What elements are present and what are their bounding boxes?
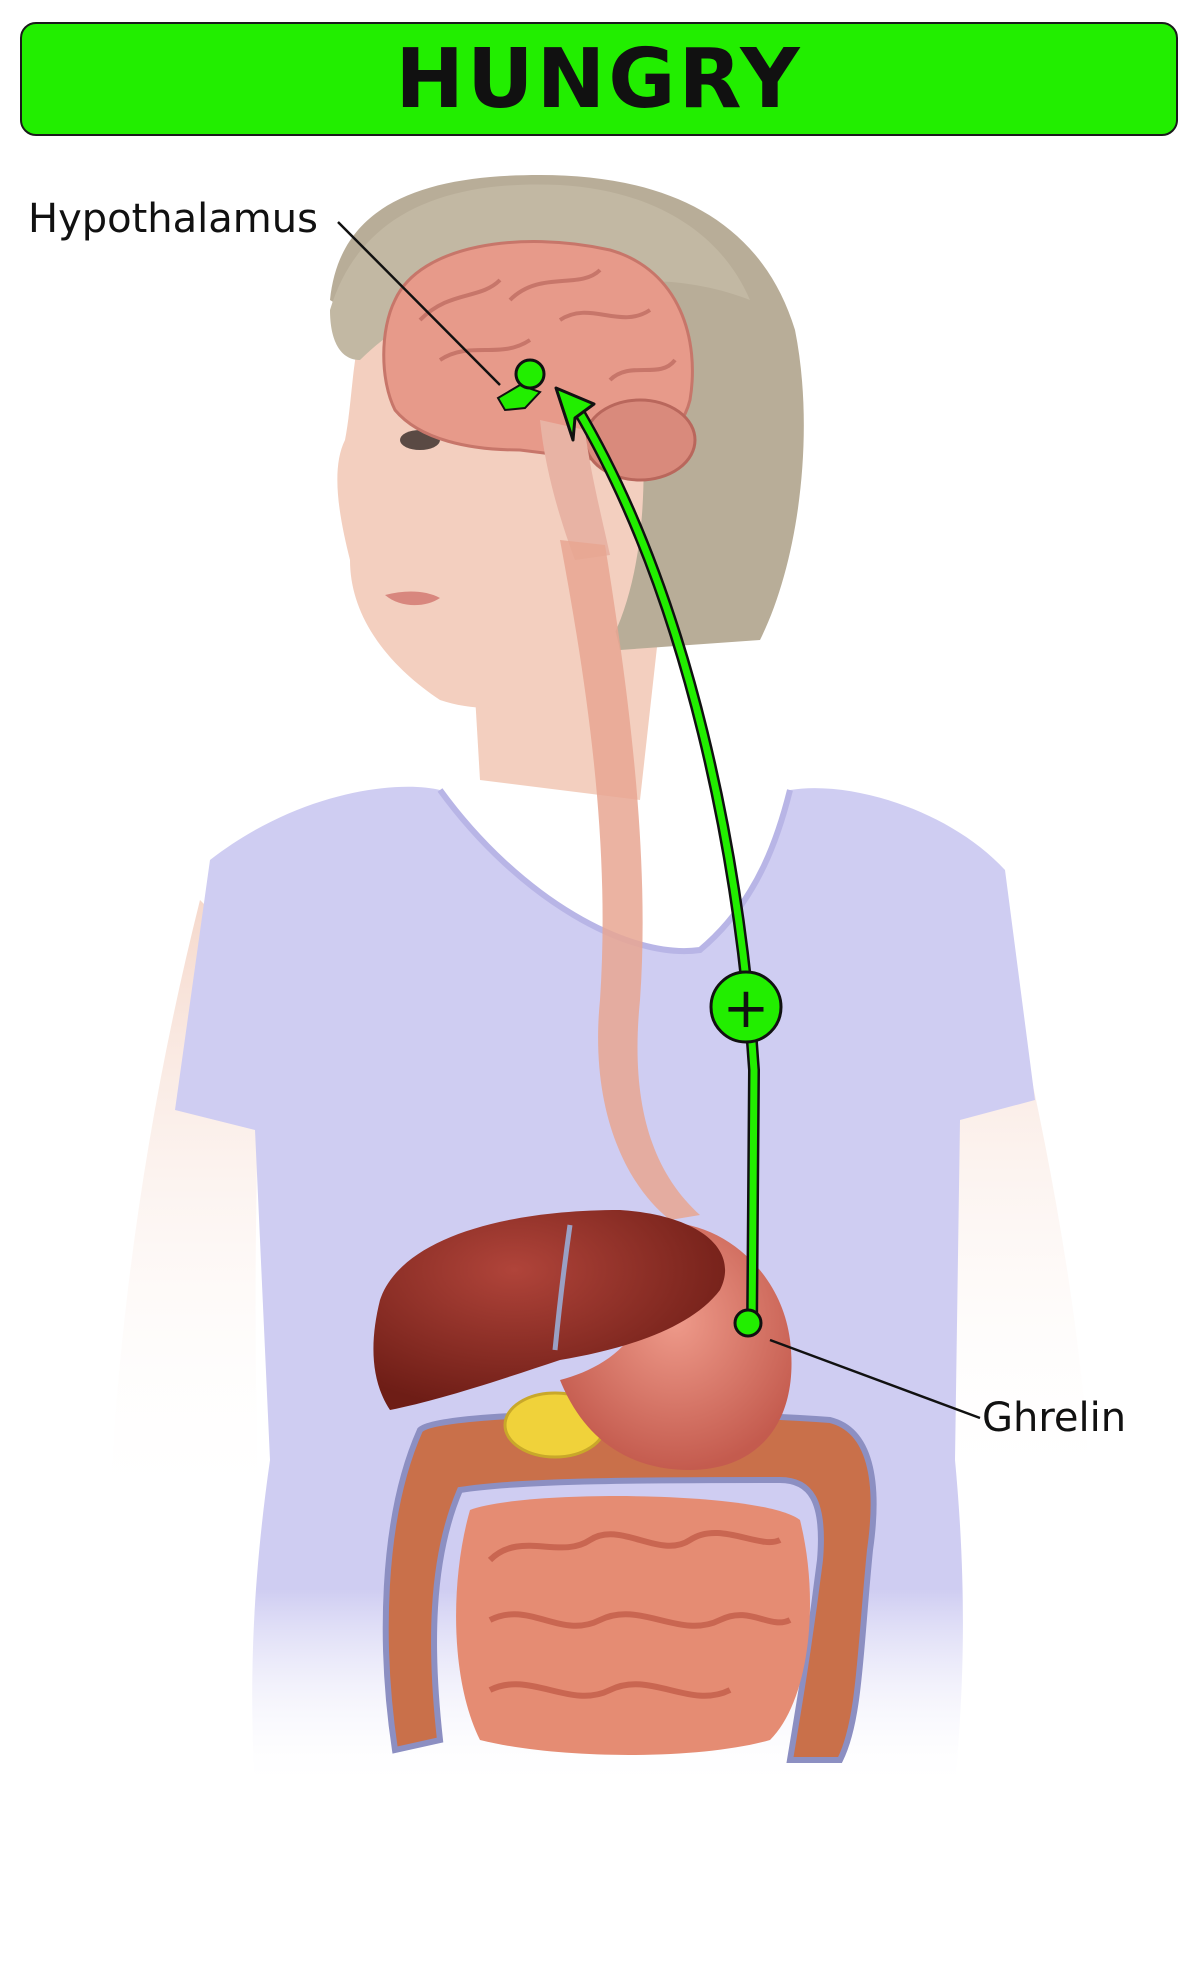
- ghrelin-source-dot: [733, 1308, 763, 1338]
- title-banner: HUNGRY: [20, 22, 1178, 136]
- liver-ligament: [552, 1224, 573, 1351]
- page-title: HUNGRY: [395, 31, 803, 127]
- stomach: [560, 1222, 792, 1470]
- small-intestine: [456, 1496, 810, 1755]
- esophagus: [560, 540, 700, 1220]
- hypothalamus-label: Hypothalamus: [28, 196, 318, 242]
- brain-folds: [418, 268, 677, 382]
- plus-sign: +: [723, 976, 770, 1041]
- ghrelin-label: Ghrelin: [982, 1395, 1127, 1441]
- shirt-collar: [437, 788, 793, 954]
- liver: [373, 1210, 726, 1410]
- intestine-loops: [487, 1529, 792, 1699]
- hypothalamus-dot: [514, 358, 546, 390]
- lips: [385, 591, 440, 606]
- hypothalamus-leader-line: [337, 221, 501, 386]
- colon: [382, 1410, 877, 1763]
- ghrelin-leader-line: [769, 1338, 981, 1420]
- arrowhead: [554, 386, 596, 442]
- stimulation-badge: [709, 970, 783, 1044]
- brainstem: [540, 420, 610, 560]
- hypothalamus-region: [496, 383, 542, 412]
